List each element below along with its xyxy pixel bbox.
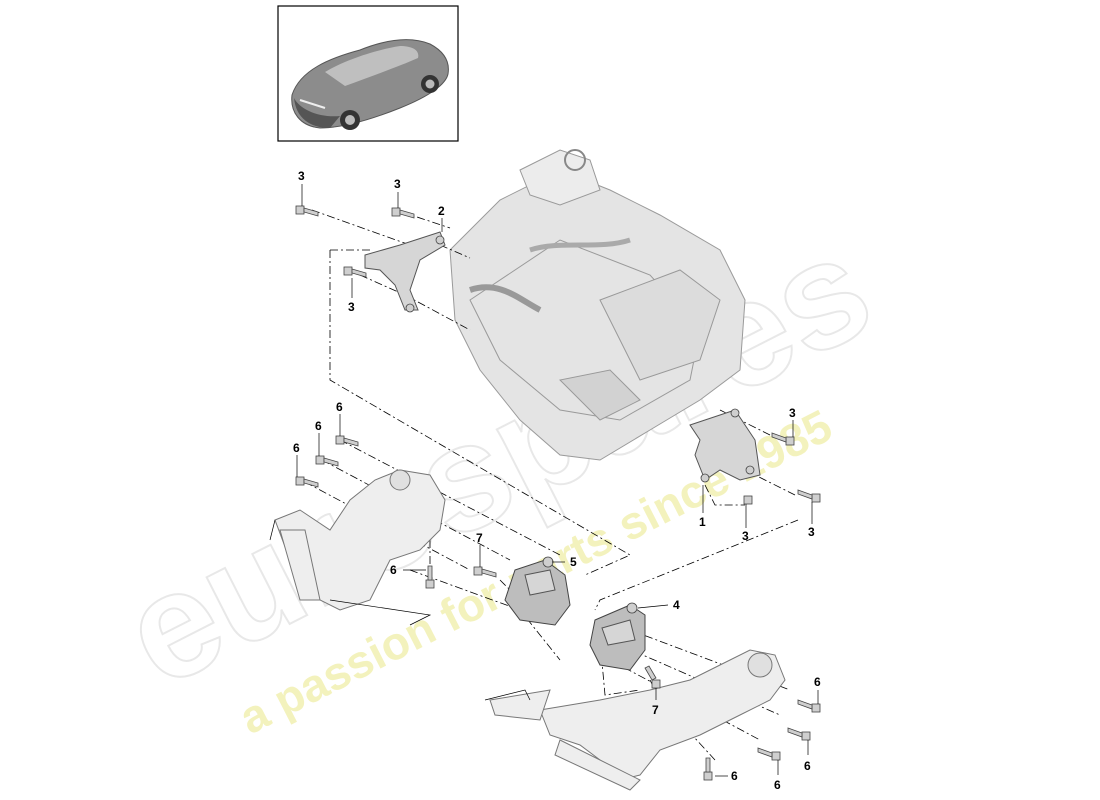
callout-labels: 3 3 2 3 3 1 3 3 6 6 6 7 5 6 4 7 6 6 6 6 xyxy=(293,169,821,792)
callout-label: 6 xyxy=(814,675,821,689)
bolt[interactable] xyxy=(343,266,367,278)
callout-label: 6 xyxy=(804,759,811,773)
callout-label: 3 xyxy=(298,169,305,183)
callout-label: 6 xyxy=(293,441,300,455)
bolt[interactable] xyxy=(797,489,821,503)
callout-label: 5 xyxy=(570,555,577,569)
engine-assembly xyxy=(449,149,746,461)
bolt[interactable] xyxy=(787,727,811,741)
callout-label: 6 xyxy=(390,563,397,577)
callout-label: 7 xyxy=(652,703,659,717)
callout-label: 1 xyxy=(699,515,706,529)
callout-label: 3 xyxy=(808,525,815,539)
bolt[interactable] xyxy=(473,566,497,578)
bolt[interactable] xyxy=(425,565,435,589)
callout-label: 6 xyxy=(774,778,781,792)
bolt[interactable] xyxy=(295,476,319,488)
subframe-right xyxy=(484,649,786,791)
car-icon xyxy=(291,39,449,130)
engine-mount-left[interactable] xyxy=(504,556,571,626)
vehicle-thumbnail[interactable] xyxy=(277,5,459,142)
bolts xyxy=(295,205,821,781)
callout-label: 6 xyxy=(336,400,343,414)
callout-label: 3 xyxy=(394,177,401,191)
callout-label: 3 xyxy=(348,300,355,314)
callout-label: 6 xyxy=(315,419,322,433)
bolt[interactable] xyxy=(391,207,415,219)
bolt[interactable] xyxy=(295,205,319,217)
callout-label: 3 xyxy=(789,406,796,420)
callout-label: 6 xyxy=(731,769,738,783)
bolt[interactable] xyxy=(315,455,339,467)
bolt[interactable] xyxy=(743,495,753,505)
bolt[interactable] xyxy=(703,757,713,781)
callout-label: 7 xyxy=(476,531,483,545)
bolt[interactable] xyxy=(797,699,821,713)
callout-label: 2 xyxy=(438,204,445,218)
bolt[interactable] xyxy=(771,432,795,446)
engine-bracket-right[interactable] xyxy=(689,408,761,483)
callout-leaders xyxy=(296,184,819,777)
engine-bracket-left[interactable] xyxy=(364,231,446,313)
engine-mount-right[interactable] xyxy=(589,602,646,671)
bolt[interactable] xyxy=(644,665,661,689)
bolt[interactable] xyxy=(757,747,781,761)
callout-label: 3 xyxy=(742,529,749,543)
subframe-left xyxy=(269,469,446,626)
callout-label: 4 xyxy=(673,598,680,612)
